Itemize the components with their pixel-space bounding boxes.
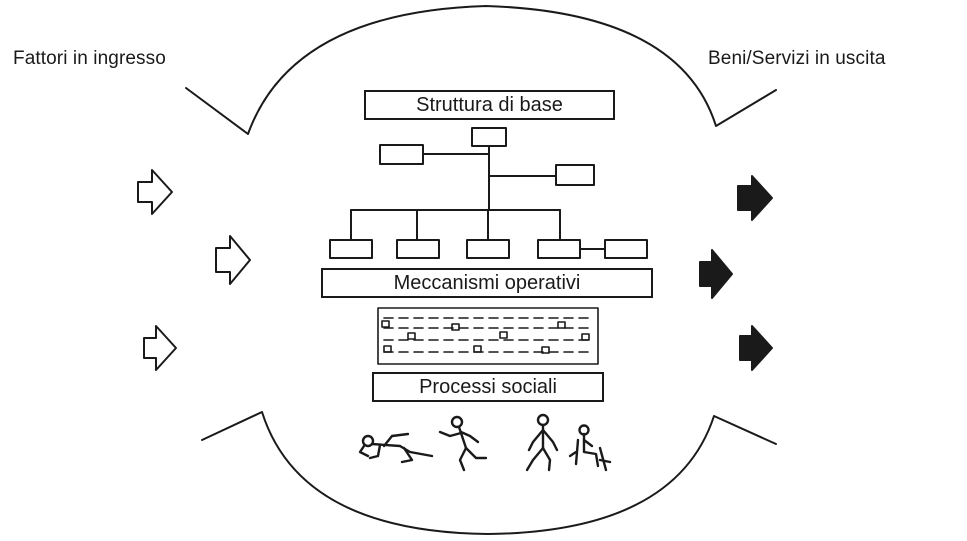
input-arrows [137, 169, 251, 371]
hollow-arrow-icon [215, 235, 251, 285]
processes-label: Processi sociali [372, 372, 604, 402]
org-box-bottom-2 [396, 239, 440, 259]
org-box-bottom-4 [537, 239, 581, 259]
mechanisms-band [377, 307, 599, 365]
stick-figures [358, 413, 612, 472]
stick-figure-icon [525, 413, 559, 472]
filled-arrow-icon [699, 249, 733, 299]
boundary-bottom-arc [201, 411, 777, 535]
output-label: Beni/Servizi in uscita [708, 48, 886, 69]
structure-label: Struttura di base [364, 90, 615, 120]
filled-arrow-icon [737, 175, 773, 221]
org-box-bottom-3 [466, 239, 510, 259]
org-box-bottom-5 [604, 239, 648, 259]
org-box-top [471, 127, 507, 147]
stick-figure-icon [438, 415, 488, 472]
stick-figure-icon [568, 424, 612, 472]
org-box-right [555, 164, 595, 186]
mechanisms-label: Meccanismi operativi [321, 268, 653, 298]
filled-arrow-icon [739, 325, 773, 371]
output-arrows [699, 175, 773, 371]
hollow-arrow-icon [143, 325, 177, 371]
hollow-arrow-icon [137, 169, 173, 215]
org-chart [329, 127, 648, 259]
input-label: Fattori in ingresso [13, 48, 166, 69]
stick-figure-icon [358, 432, 434, 464]
org-box-left [379, 144, 424, 165]
boundary-top-arc [185, 5, 777, 135]
org-box-bottom-1 [329, 239, 373, 259]
